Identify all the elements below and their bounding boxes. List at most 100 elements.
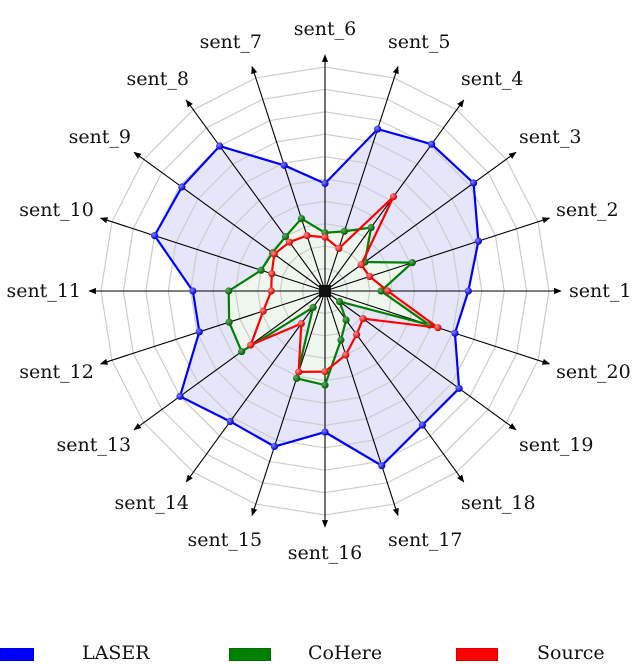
data-point	[189, 287, 197, 295]
axis-label-sent_4: sent_4	[461, 68, 523, 90]
data-point	[337, 336, 345, 344]
axis-label-sent_10: sent_10	[19, 199, 94, 221]
data-point	[247, 341, 255, 349]
legend-item-source	[456, 644, 498, 664]
legend-label-laser: LASER	[82, 642, 150, 664]
data-point	[303, 232, 311, 240]
axis-sent_9	[133, 151, 326, 292]
legend-label-cohere: CoHere	[308, 642, 383, 664]
radar-chart: sent_1 sent_2 sent_3 sent_4 sent_5 sent_6sent…	[6, 18, 631, 564]
data-point	[270, 250, 278, 258]
data-point	[377, 287, 385, 295]
data-point	[216, 142, 224, 150]
axis-sent_15	[251, 290, 326, 517]
axis-sent_2	[324, 217, 551, 292]
laser-swatch-icon	[0, 647, 34, 661]
data-point	[384, 287, 392, 295]
axis-label-sent_19: sent_19	[519, 434, 594, 456]
axis-sent_12	[99, 290, 326, 365]
axis-label-sent_12: sent_12	[19, 361, 94, 383]
data-point	[357, 261, 365, 269]
data-point	[335, 244, 343, 252]
data-point	[257, 266, 265, 274]
data-point	[226, 417, 234, 426]
source-swatch-icon	[456, 647, 498, 661]
data-point	[464, 287, 472, 295]
data-point	[335, 297, 344, 306]
legend-item-cohere	[229, 644, 271, 664]
data-point	[295, 368, 303, 376]
data-point	[285, 238, 294, 246]
legend: LASER CoHere Source	[0, 642, 640, 664]
data-point	[195, 328, 203, 336]
data-point	[374, 125, 382, 133]
axis-labels: sent_1 sent_2 sent_3 sent_4 sent_5 sent_6sent…	[6, 18, 631, 564]
data-point	[225, 318, 233, 326]
data-point	[428, 140, 436, 148]
axis-label-sent_15: sent_15	[187, 529, 262, 551]
axis-label-sent_18: sent_18	[461, 492, 536, 514]
data-point	[297, 320, 305, 328]
data-point	[434, 324, 442, 332]
data-point	[352, 330, 361, 339]
axis-sent_19	[324, 290, 517, 431]
data-point	[321, 381, 329, 389]
legend-item-laser	[0, 644, 34, 664]
radar-axes	[88, 54, 562, 528]
axis-label-sent_1: sent_1	[569, 280, 631, 302]
axis-label-sent_16: sent_16	[288, 542, 363, 564]
data-point	[367, 223, 375, 232]
series-cohere	[225, 214, 433, 389]
cohere-swatch-icon	[229, 647, 271, 661]
data-point	[474, 237, 482, 245]
axis-label-sent_20: sent_20	[556, 361, 631, 383]
axis-label-sent_17: sent_17	[388, 529, 463, 551]
axis-sent_7	[251, 65, 326, 292]
axis-sent_10	[99, 217, 326, 292]
axis-sent_17	[324, 290, 399, 517]
data-point	[321, 233, 329, 241]
series-lines	[150, 125, 482, 470]
data-point	[321, 179, 329, 188]
axis-label-sent_5: sent_5	[388, 31, 450, 53]
data-point	[309, 303, 317, 311]
data-point	[389, 193, 398, 201]
data-point	[259, 307, 267, 315]
data-point	[293, 374, 301, 382]
axis-label-sent_6: sent_6	[294, 18, 356, 40]
data-point	[280, 161, 288, 169]
data-point	[297, 214, 306, 223]
data-point	[408, 259, 416, 267]
axis-label-sent_9: sent_9	[69, 126, 131, 148]
data-point	[455, 384, 463, 393]
axis-label-sent_14: sent_14	[114, 492, 189, 514]
data-point	[418, 421, 427, 429]
axis-label-sent_8: sent_8	[127, 68, 189, 90]
axis-sent_13	[133, 290, 326, 431]
data-point	[267, 287, 275, 295]
data-point	[359, 315, 367, 323]
axis-sent_5	[324, 65, 399, 292]
axis-label-sent_2: sent_2	[556, 199, 618, 221]
legend-label-source: Source	[537, 642, 605, 664]
axis-sent_3	[324, 151, 517, 292]
data-point	[268, 270, 276, 278]
center-marker	[319, 285, 331, 297]
data-point	[340, 227, 348, 235]
data-point	[176, 392, 184, 400]
axis-label-sent_11: sent_11	[6, 280, 81, 302]
axis-label-sent_7: sent_7	[200, 31, 262, 53]
data-point	[321, 428, 329, 436]
axis-label-sent_3: sent_3	[519, 126, 581, 148]
data-point	[451, 329, 459, 337]
data-point	[378, 462, 386, 470]
data-point	[470, 179, 478, 187]
data-point	[321, 368, 329, 376]
data-point	[342, 316, 350, 324]
data-point	[150, 232, 159, 240]
series-laser	[150, 125, 482, 470]
data-point	[366, 272, 374, 281]
axis-label-sent_13: sent_13	[56, 434, 131, 456]
data-point	[178, 183, 186, 191]
data-point	[281, 233, 290, 241]
